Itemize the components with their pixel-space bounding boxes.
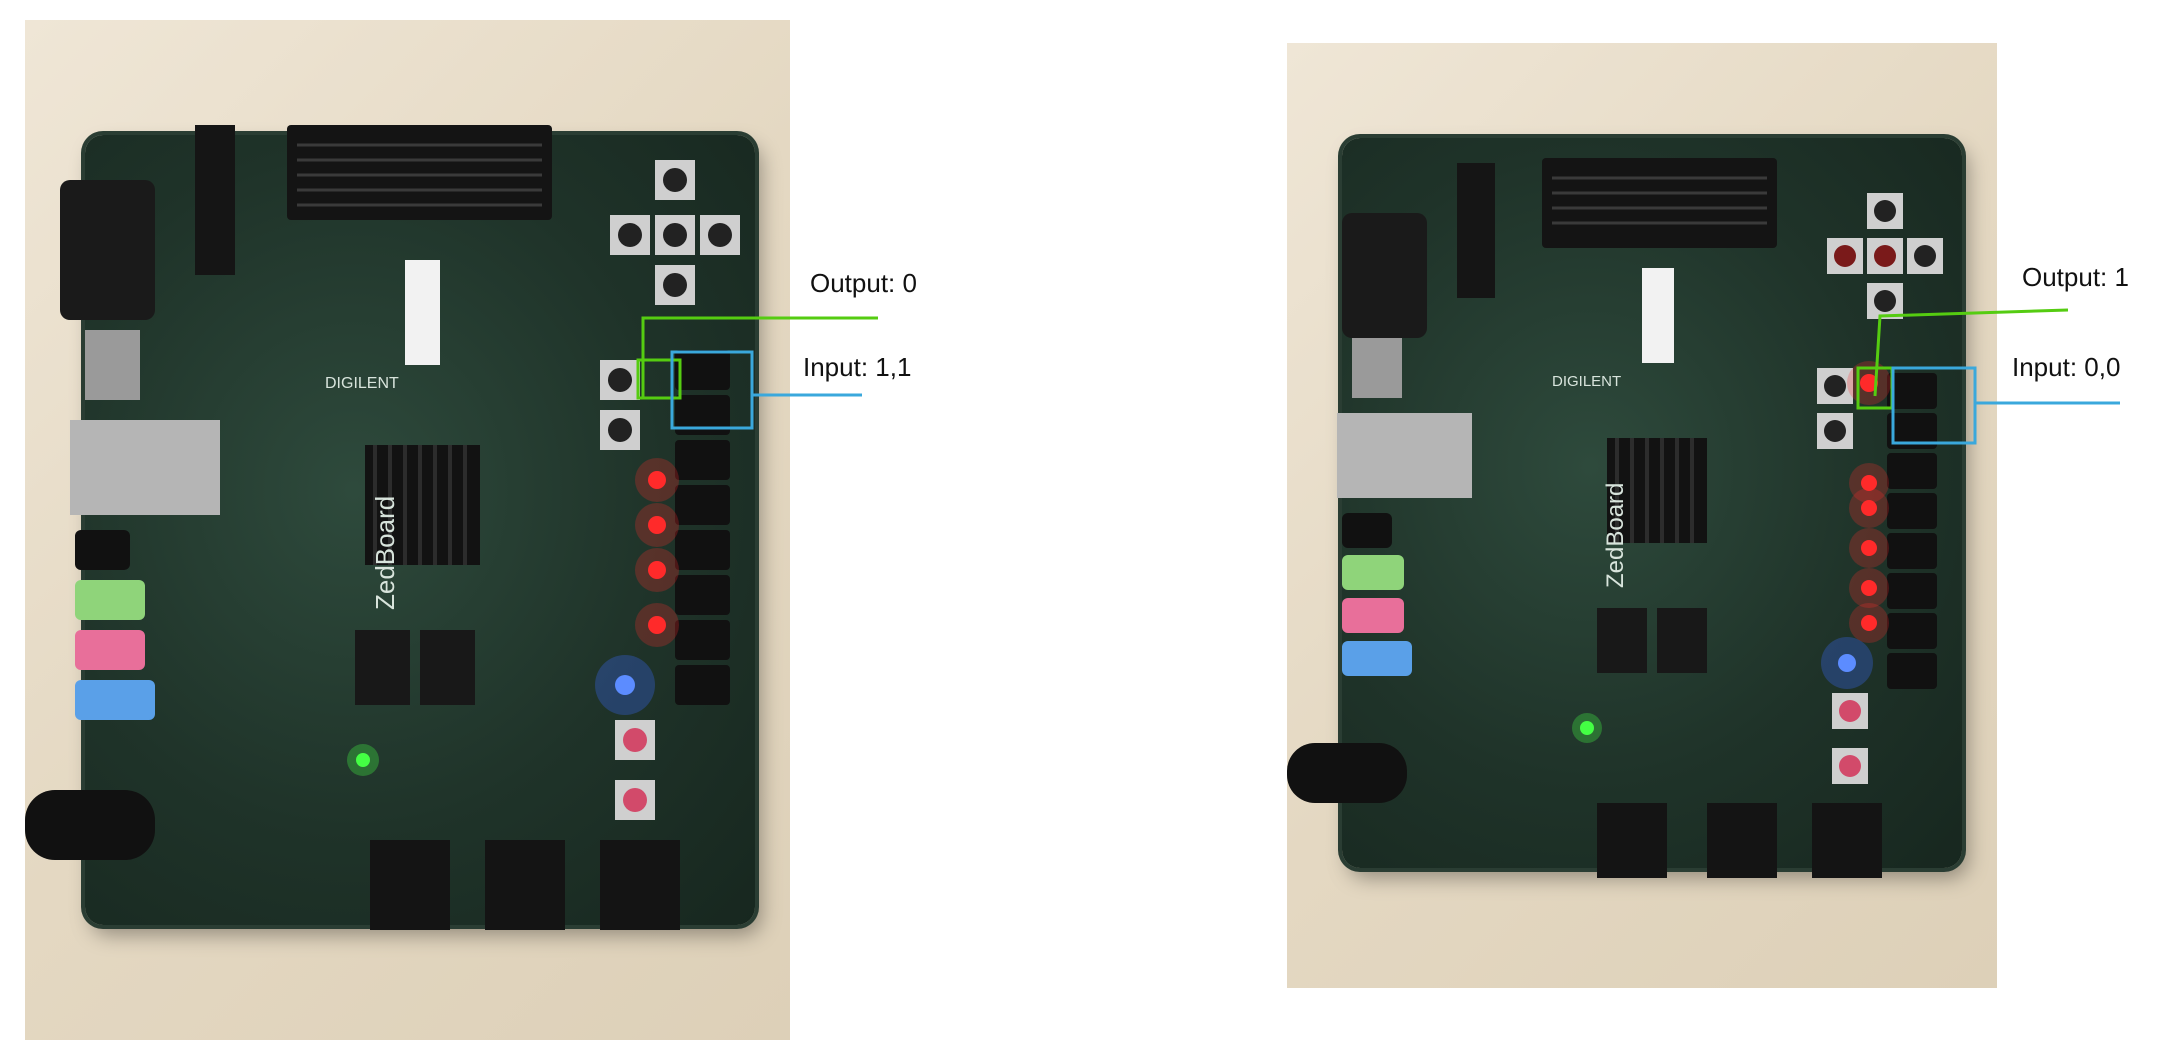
fmc-connector [1542, 158, 1777, 248]
audio-jack-green [1342, 555, 1404, 590]
pin-header [1457, 163, 1495, 298]
output-annotation-left [636, 316, 878, 400]
board-photo-left: ZedBoard DIGILENT [25, 20, 790, 1040]
memory-chip [355, 630, 410, 705]
power-led [356, 753, 370, 767]
audio-jack-pink [1342, 598, 1404, 633]
blue-led [1838, 654, 1856, 672]
pmod-header [485, 840, 565, 930]
audio-jack-black [75, 530, 130, 570]
slide-switches [675, 350, 730, 705]
power-cable [25, 790, 155, 860]
memory-chip [420, 630, 475, 705]
vendor-logo: DIGILENT [325, 375, 399, 392]
input-annotation-left [670, 350, 862, 430]
vga-connector [60, 180, 155, 320]
input-annotation-right [1891, 366, 2120, 445]
hdmi-port [85, 330, 140, 400]
serial-label [405, 260, 440, 365]
heatsink [365, 445, 480, 565]
board-photo-right: ZedBoard DIGILENT [1287, 43, 1997, 988]
audio-jack-blue [75, 680, 155, 720]
pmod-header [1597, 803, 1667, 878]
memory-chip [1657, 608, 1707, 673]
red-leds [1847, 361, 1891, 643]
audio-jack-blue [1342, 641, 1412, 676]
power-cable [1287, 743, 1407, 803]
pmod-header [600, 840, 680, 930]
pmod-header [1707, 803, 1777, 878]
hdmi-port [1352, 338, 1402, 398]
board-details-right [1287, 158, 1943, 878]
power-led [1580, 721, 1594, 735]
push-buttons [600, 160, 740, 820]
audio-jack-black [1342, 513, 1392, 548]
vga-connector [1342, 213, 1427, 338]
blue-led [615, 675, 635, 695]
push-buttons [1817, 193, 1943, 784]
fmc-connector [287, 125, 552, 220]
audio-jack-pink [75, 630, 145, 670]
red-leds [635, 458, 679, 647]
serial-label [1642, 268, 1674, 363]
ethernet-port [1337, 413, 1472, 498]
input-label-right: Input: 0,0 [2012, 352, 2121, 382]
pmod-header [370, 840, 450, 930]
ethernet-port [70, 420, 220, 515]
output-label-left: Output: 0 [810, 268, 917, 298]
output-label-right: Output: 1 [2022, 262, 2129, 292]
vendor-logo: DIGILENT [1552, 373, 1622, 390]
pmod-header [1812, 803, 1882, 878]
input-label-left: Input: 1,1 [803, 352, 912, 382]
slide-switches [1887, 373, 1937, 689]
pin-header [195, 125, 235, 275]
memory-chip [1597, 608, 1647, 673]
audio-jack-green [75, 580, 145, 620]
board-details-left [25, 125, 740, 930]
